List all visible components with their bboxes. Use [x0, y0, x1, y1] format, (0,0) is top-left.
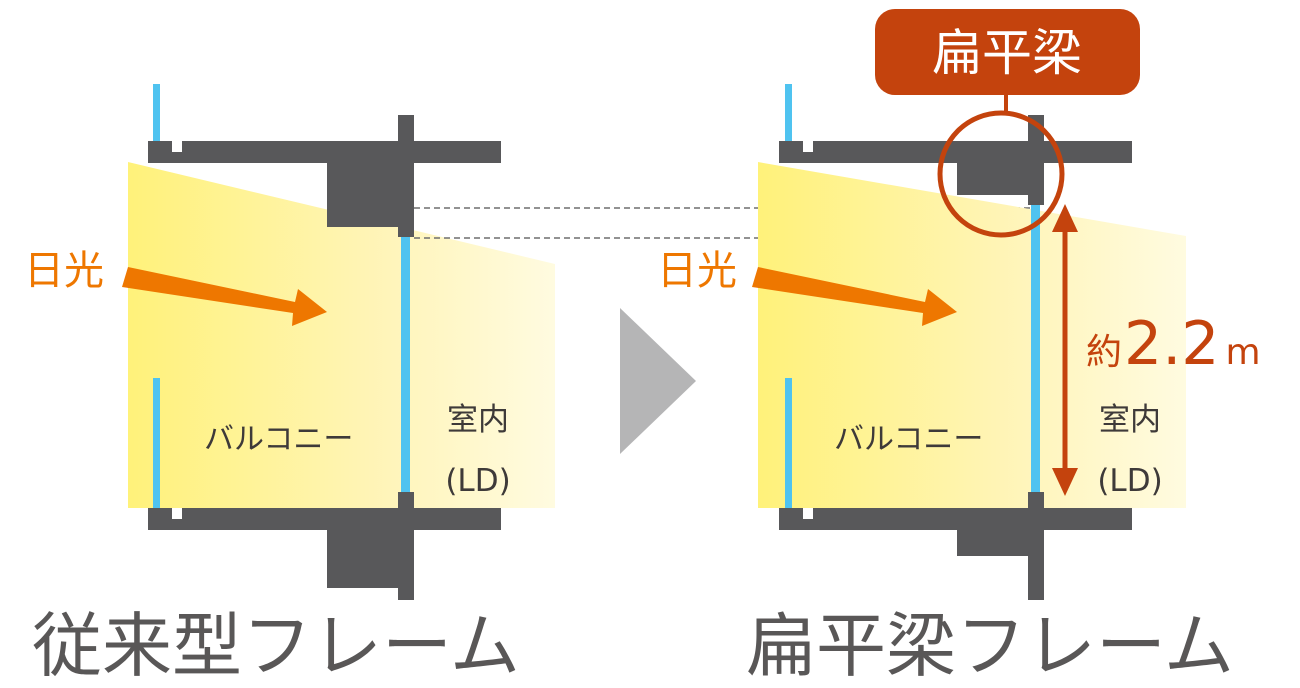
flat-beam-badge-label: 扁平梁	[932, 24, 1082, 82]
flat-beam-highlight-circle	[937, 110, 1065, 238]
balcony-railing-glass-top	[153, 84, 160, 144]
sunlight-label: 日光	[657, 248, 737, 294]
room-label: 室内	[1099, 402, 1161, 438]
column-lower-stub	[398, 492, 414, 512]
balcony-railing-glass	[785, 378, 792, 508]
lower-column	[1028, 508, 1044, 600]
height-prefix: 約	[1086, 332, 1122, 373]
upper-slab	[779, 141, 1132, 163]
height-unit: m	[1225, 332, 1260, 373]
lower-slab	[779, 508, 1132, 530]
column	[398, 115, 414, 237]
room-label: 室内	[447, 402, 509, 438]
lower-slab-notch	[803, 508, 813, 519]
height-arrow-bottom-icon	[1052, 468, 1078, 496]
sun-arrow	[752, 267, 957, 326]
lower-slab	[148, 508, 501, 530]
height-arrow-top-icon	[1052, 204, 1078, 232]
room-sublabel: (LD)	[445, 463, 510, 499]
lower-column	[398, 508, 414, 600]
right-panel-title: 扁平梁フレーム	[746, 605, 1234, 687]
balcony-railing-glass-top	[785, 84, 792, 144]
sunlight-beam	[128, 162, 555, 508]
upper-slab-notch	[172, 141, 182, 152]
sun-arrow	[122, 267, 327, 326]
sunlight-beam-wide	[758, 162, 1186, 508]
column-lower-stub	[1028, 492, 1044, 512]
transition-arrow-icon	[620, 308, 696, 454]
upper-slab-notch	[803, 141, 813, 152]
left-frame-diagram: 日光 バルコニー 室内 (LD)	[24, 84, 555, 600]
balcony-railing-glass	[153, 378, 160, 508]
sunlight-label: 日光	[24, 248, 104, 294]
window-glass	[401, 236, 410, 494]
height-value: 2.2	[1124, 309, 1219, 379]
column	[1028, 115, 1044, 205]
balcony-label: バルコニー	[204, 422, 353, 457]
room-sublabel: (LD)	[1097, 463, 1162, 499]
balcony-label: バルコニー	[834, 422, 983, 457]
upper-slab	[148, 141, 501, 163]
left-panel-title: 従来型フレーム	[32, 605, 520, 687]
window-glass-tall	[1031, 205, 1040, 495]
flat-beam-badge	[875, 9, 1140, 95]
lower-slab-notch	[172, 508, 182, 519]
